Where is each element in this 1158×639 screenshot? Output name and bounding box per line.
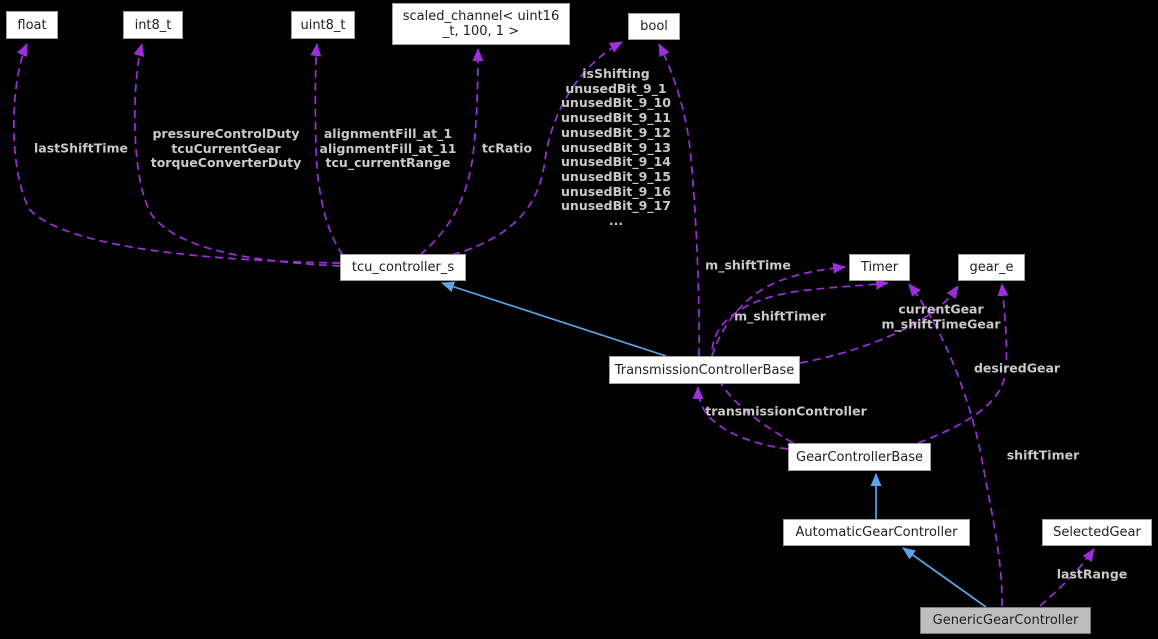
edge-tcu-to-bool [451, 41, 623, 256]
node-tcu-controller-s[interactable]: tcu_controller_s [340, 254, 466, 281]
edge-label-desired-gear: desiredGear [973, 360, 1061, 376]
edge-label-m-shift-timer: m_shiftTimer [734, 308, 826, 324]
edge-transmissioncontrollerbase-to-bool [658, 43, 700, 357]
edge-transmissioncontrollerbase-to-timer [711, 262, 846, 357]
node-int8-t[interactable]: int8_t [123, 11, 183, 39]
node-uint8-t[interactable]: uint8_t [291, 11, 355, 39]
edge-genericgearcontroller-to-timer [908, 283, 1003, 607]
edge-tcu-to-scaled-channel [419, 48, 484, 256]
node-selected-gear[interactable]: SelectedGear [1042, 519, 1152, 546]
edge-label-pressure-control-duty-group: pressureControlDuty tcuCurrentGear torqu… [150, 125, 302, 171]
node-gear-controller-base[interactable]: GearControllerBase [788, 443, 931, 471]
edge-gearcontrollerbase-to-gear-e [917, 283, 1009, 444]
node-timer[interactable]: Timer [849, 254, 910, 281]
edge-label-m-shift-time: m_shiftTime [705, 257, 791, 273]
edge-transmissioncontrollerbase-to-tcu-controller-s [441, 281, 667, 357]
edge-label-last-range: lastRange [1056, 566, 1128, 582]
edge-label-current-gear-group: currentGear m_shiftTimeGear [881, 301, 1001, 331]
node-bool[interactable]: bool [628, 13, 680, 40]
edge-tcu-to-float [13, 43, 341, 264]
edge-tcu-to-uint8-t [310, 43, 344, 256]
node-scaled-channel[interactable]: scaled_channel< uint16 _t, 100, 1 > [392, 3, 570, 45]
edge-label-shift-timer: shiftTimer [1006, 447, 1080, 463]
node-automatic-gear-controller[interactable]: AutomaticGearController [783, 519, 970, 546]
edge-tcu-to-int8-t [133, 43, 341, 267]
edge-label-transmission-controller: transmissionController [705, 403, 867, 419]
node-transmission-controller-base[interactable]: TransmissionControllerBase [609, 356, 800, 384]
edge-label-alignment-fill-group: alignmentFill_at_1 alignmentFill_at_11 t… [319, 125, 457, 171]
edge-genericgearcontroller-to-selectedgear [1039, 548, 1095, 607]
edge-gearcontrollerbase-to-transmissioncontrollerbase [692, 386, 789, 450]
edge-label-is-shifting-unused-bits: isShifting unusedBit_9_1 unusedBit_9_10 … [561, 66, 671, 229]
edge-label-last-shift-time: lastShiftTime [33, 140, 129, 156]
edge-label-tc-ratio: tcRatio [481, 140, 533, 156]
edge-genericgearcontroller-to-automaticgearcontroller [902, 547, 987, 608]
node-generic-gear-controller[interactable]: GenericGearController [920, 607, 1091, 634]
node-float[interactable]: float [6, 11, 58, 39]
edge-transmissioncontrollerbase-to-gear-e [799, 285, 959, 364]
node-gear-e[interactable]: gear_e [958, 254, 1025, 281]
